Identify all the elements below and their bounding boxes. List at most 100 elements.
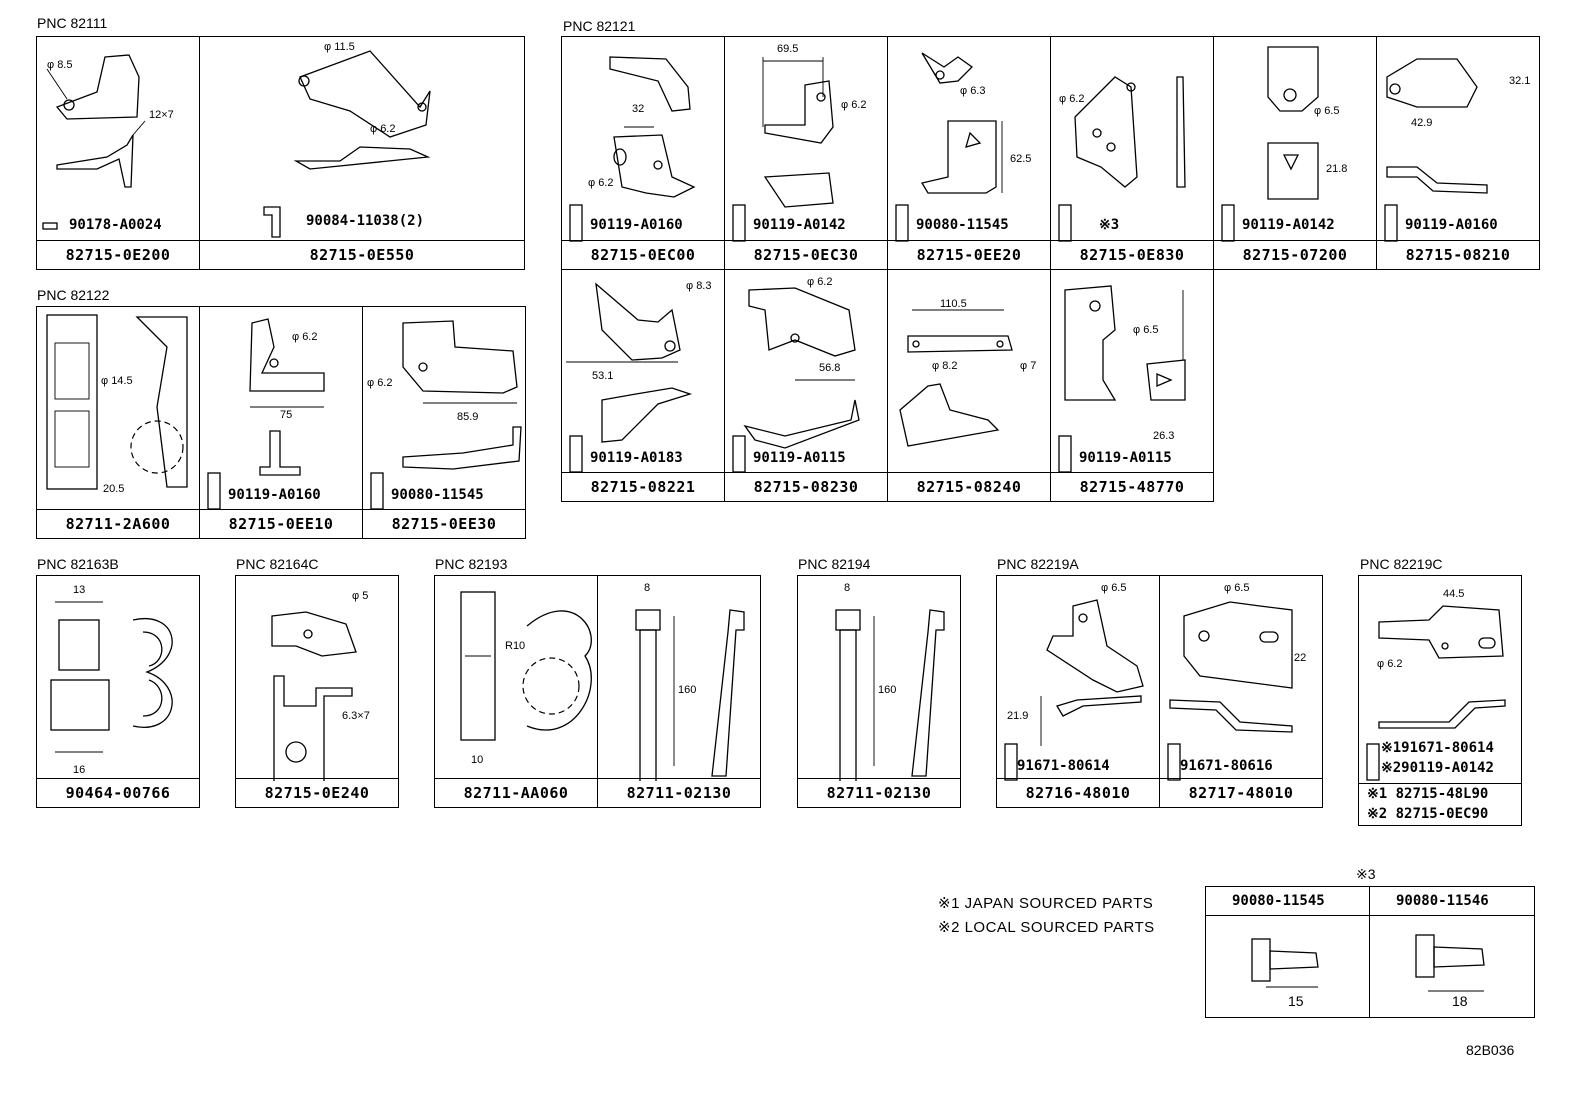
part-cell[interactable]: φ 6.2 85.9 90080-11545 82715-0EE30 (362, 306, 526, 539)
dim-label: 32.1 (1509, 75, 1531, 87)
bracket-drawing (1221, 46, 1319, 242)
part-number[interactable]: 82715-0EE10 (200, 509, 362, 538)
bracket-drawing (271, 611, 357, 781)
part-cell[interactable]: φ 14.5 20.5 82711-2A600 (36, 306, 200, 539)
part-number[interactable]: 82715-08230 (725, 472, 887, 501)
fastener-label: 90119-A0160 (228, 487, 321, 503)
part-number[interactable]: ※1 82715-48L90 (1367, 786, 1489, 802)
dim-label: φ 6.2 (370, 123, 396, 135)
bolt-drawing (1251, 934, 1485, 992)
group-label-82121: PNC 82121 (563, 18, 636, 34)
part-cell[interactable]: φ 6.5 22 91671-80616 82717-48010 (1159, 575, 1323, 808)
clamp-drawing (46, 314, 188, 490)
part-cell[interactable]: 69.5 φ 6.2 90119-A0142 82715-0EC30 (724, 36, 888, 270)
part-number[interactable]: 82715-0E830 (1051, 240, 1213, 269)
part-number[interactable]: 82715-48770 (1051, 472, 1213, 501)
group-label-82193: PNC 82193 (435, 556, 508, 572)
fastener-label: 91671-80614 (1017, 758, 1110, 774)
part-number[interactable]: 82715-0EE20 (888, 240, 1050, 269)
part-number[interactable]: 82715-0E240 (236, 778, 398, 807)
dim-label: 160 (678, 684, 697, 696)
part-cell[interactable]: 32 φ 6.2 90119-A0160 82715-0EC00 (561, 36, 725, 270)
part-cell[interactable]: 8 160 82711-02130 (597, 575, 761, 808)
part-cell[interactable]: φ 6.5 21.8 90119-A0142 82715-07200 (1213, 36, 1377, 270)
bracket-drawing (899, 309, 1013, 447)
ref3-part-a[interactable]: 90080-11545 (1232, 893, 1325, 909)
bracket-drawing (1004, 599, 1144, 781)
part-cell[interactable]: φ 6.3 62.5 90080-11545 82715-0EE20 (887, 36, 1051, 270)
part-cell[interactable]: φ 6.2 ※3 82715-0E830 (1050, 36, 1214, 270)
dim-label: 18 (1452, 993, 1468, 1009)
dim-label: φ 6.5 (1101, 582, 1127, 594)
part-number[interactable]: 82715-0EC30 (725, 240, 887, 269)
part-number[interactable]: 82711-02130 (798, 778, 960, 807)
part-cell[interactable]: φ 11.5 φ 6.2 90084-11038(2) 82715-0E550 (199, 36, 525, 270)
bracket-drawing (1366, 605, 1506, 781)
bracket-drawing (895, 52, 1003, 242)
bracket-drawing (1384, 58, 1488, 242)
part-cell[interactable]: φ 6.5 21.9 91671-80614 82716-48010 (996, 575, 1160, 808)
dim-label: 85.9 (457, 411, 479, 423)
part-cell[interactable]: 32.1 42.9 90119-A0160 82715-08210 (1376, 36, 1540, 270)
dim-label: φ 6.5 (1314, 105, 1340, 117)
part-cell[interactable]: 44.5 φ 6.2 ※191671-80614 ※290119-A0142 ※… (1358, 575, 1522, 826)
dim-label: 8 (644, 582, 651, 594)
bracket-drawing (1058, 76, 1186, 242)
part-number[interactable]: 82717-48010 (1160, 778, 1322, 807)
fastener-label: 90119-A0115 (1079, 450, 1172, 466)
dim-label: 8 (844, 582, 851, 594)
group-label-82219c: PNC 82219C (1360, 556, 1443, 572)
dim-label: 160 (878, 684, 897, 696)
part-cell[interactable]: φ 6.2 75 90119-A0160 82715-0EE10 (199, 306, 363, 539)
part-cell[interactable]: R10 10 82711-AA060 (434, 575, 598, 808)
part-number[interactable]: 82715-0E200 (37, 240, 199, 269)
dim-label: φ 6.5 (1224, 582, 1250, 594)
dim-label: 62.5 (1010, 153, 1032, 165)
part-number[interactable]: 82716-48010 (997, 778, 1159, 807)
bracket-drawing (42, 54, 146, 230)
part-number[interactable]: 82715-0E550 (200, 240, 524, 269)
dim-label: φ 6.5 (1133, 324, 1159, 336)
part-number[interactable]: 90464-00766 (37, 778, 199, 807)
part-cell[interactable]: φ 8.5 12×7 90178-A0024 82715-0E200 (36, 36, 200, 270)
part-number[interactable]: 82715-08240 (888, 472, 1050, 501)
part-number[interactable]: 82711-02130 (598, 778, 760, 807)
part-number[interactable]: 82711-2A600 (37, 509, 199, 538)
bracket-drawing (566, 282, 693, 473)
group-label-82163b: PNC 82163B (37, 556, 119, 572)
part-number[interactable]: 82715-08221 (562, 472, 724, 501)
part-number[interactable]: 82715-0EE30 (363, 509, 525, 538)
bracket-drawing (207, 318, 325, 510)
dim-label: φ 6.3 (960, 85, 986, 97)
dim-label: 15 (1288, 993, 1304, 1009)
bracket-drawing (263, 50, 431, 238)
dim-label: φ 6.2 (1377, 658, 1403, 670)
dim-label: φ 6.2 (292, 331, 318, 343)
fastener-label: 90119-A0142 (1242, 217, 1335, 233)
part-cell[interactable]: φ 6.2 56.8 90119-A0115 82715-08230 (724, 269, 888, 502)
part-cell[interactable]: φ 5 6.3×7 82715-0E240 (235, 575, 399, 808)
fastener-label: 90080-11545 (391, 487, 484, 503)
fastener-label: ※290119-A0142 (1381, 760, 1494, 776)
part-number[interactable]: ※2 82715-0EC90 (1367, 806, 1489, 822)
group-label-82219a: PNC 82219A (997, 556, 1079, 572)
part-number[interactable]: 82715-07200 (1214, 240, 1376, 269)
part-cell[interactable]: 13 16 90464-00766 (36, 575, 200, 808)
part-cell[interactable]: φ 6.5 26.3 90119-A0115 82715-48770 (1050, 269, 1214, 502)
clamp-drawing (460, 591, 592, 741)
note-local-sourced: ※2 LOCAL SOURCED PARTS (938, 919, 1155, 936)
part-cell[interactable]: φ 8.3 53.1 90119-A0183 82715-08221 (561, 269, 725, 502)
part-cell[interactable]: 110.5 φ 8.2 φ 7 82715-08240 (887, 269, 1051, 502)
dim-label: 44.5 (1443, 588, 1465, 600)
dim-label: 69.5 (777, 43, 799, 55)
part-number[interactable]: 82715-0EC00 (562, 240, 724, 269)
bracket-drawing (1167, 601, 1293, 781)
part-number[interactable]: 82715-08210 (1377, 240, 1539, 269)
part-cell[interactable]: 8 160 82711-02130 (797, 575, 961, 808)
dim-label: φ 14.5 (101, 375, 133, 387)
group-label-82194: PNC 82194 (798, 556, 871, 572)
dim-label: φ 8.3 (686, 280, 712, 292)
dim-label: φ 7 (1020, 360, 1037, 372)
part-number[interactable]: 82711-AA060 (435, 778, 597, 807)
ref3-part-b[interactable]: 90080-11546 (1396, 893, 1489, 909)
